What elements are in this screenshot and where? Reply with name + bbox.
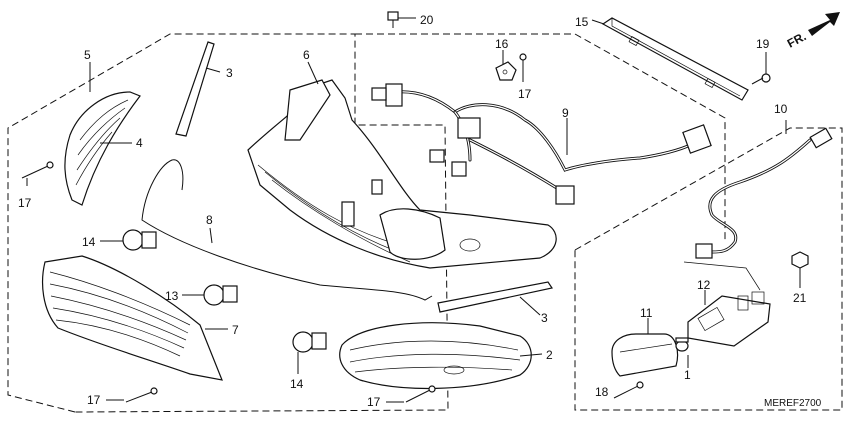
tail-lamp-housing-6-icon xyxy=(247,61,557,269)
callout-18: 18 xyxy=(595,385,609,399)
callout-9: 9 xyxy=(562,106,569,120)
bulb-13-icon xyxy=(182,284,238,306)
callout-4: 4 xyxy=(136,136,143,150)
callout-2: 2 xyxy=(546,348,553,362)
callout-7: 7 xyxy=(232,323,239,337)
callout-8: 8 xyxy=(206,213,213,227)
side-cover-5-icon xyxy=(64,62,141,206)
callout-1: 1 xyxy=(684,368,691,382)
callout-20: 20 xyxy=(420,13,434,27)
bolt-19-icon xyxy=(751,52,771,85)
nut-21-icon xyxy=(791,251,809,269)
rear-lens-2-icon xyxy=(339,322,543,390)
callout-14-bottom: 14 xyxy=(290,377,304,391)
callout-3-bottom: 3 xyxy=(541,311,548,325)
drawing-code: MEREF2700 xyxy=(764,398,822,409)
bulb-14-top-icon xyxy=(100,229,157,251)
callout-21: 21 xyxy=(793,291,807,305)
bulb-1-icon xyxy=(675,337,689,368)
callout-5: 5 xyxy=(84,48,91,62)
callout-3-top: 3 xyxy=(226,66,233,80)
license-group-frame xyxy=(574,127,843,411)
screw-17-bottom-left-icon xyxy=(106,387,158,403)
callout-17-bottom-right: 17 xyxy=(367,395,381,409)
bulb-14-bottom-icon xyxy=(292,331,327,374)
callout-12: 12 xyxy=(697,278,711,292)
license-lens-11-icon xyxy=(611,318,679,377)
screw-18-icon xyxy=(613,381,644,399)
front-direction-arrow: FR. xyxy=(785,12,840,51)
seal-3-top-icon xyxy=(175,41,215,137)
callout-14-top: 14 xyxy=(82,235,96,249)
bolt-20-icon xyxy=(387,11,416,28)
screw-17-bottom-right-icon xyxy=(386,385,436,403)
screw-17-left-icon xyxy=(21,161,54,186)
callout-19: 19 xyxy=(756,37,770,51)
callout-15: 15 xyxy=(575,15,589,29)
screw-17-top-icon xyxy=(519,53,527,82)
callout-17-bottom-left: 17 xyxy=(87,393,101,407)
direction-mark: FR. xyxy=(785,29,809,50)
callout-11: 11 xyxy=(640,306,653,320)
wire-harness-9-icon xyxy=(371,83,712,205)
callout-10: 10 xyxy=(774,102,788,116)
bracket-15-icon xyxy=(591,17,749,101)
rear-lens-7-icon xyxy=(41,255,228,381)
harness-group-frame xyxy=(355,33,726,240)
clip-16-icon xyxy=(495,50,517,81)
license-wire-10-icon xyxy=(695,120,833,259)
license-base-12-icon xyxy=(683,261,771,347)
callout-13: 13 xyxy=(165,289,179,303)
callout-17-top: 17 xyxy=(518,87,532,101)
callout-6: 6 xyxy=(303,48,310,62)
callout-17-left: 17 xyxy=(18,196,32,210)
seal-8-icon xyxy=(141,159,433,301)
seal-3-bottom-icon xyxy=(437,281,553,313)
callout-16: 16 xyxy=(495,37,509,51)
